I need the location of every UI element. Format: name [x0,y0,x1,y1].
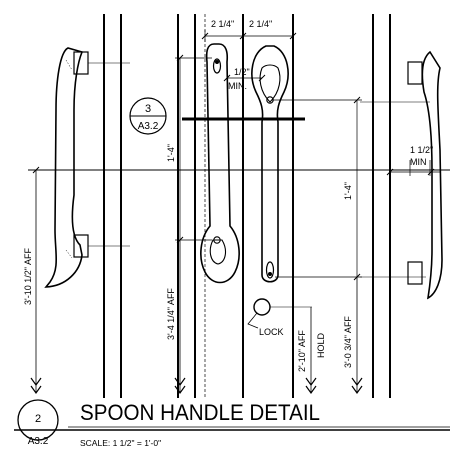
dim-lock-height: 2'-10" AFF [297,330,307,372]
title-block-scale: SCALE: 1 1/2" = 1'-0" [80,438,161,448]
section-bubble-sheet: A3.2 [138,121,159,132]
right-side-handle [360,50,443,300]
min-clearance-dimension [223,74,266,82]
lock-symbol [247,298,312,329]
title-block-number: 2 [35,413,41,425]
left-spoon-length-dimension [175,54,212,244]
right-spoon-length-dimension [272,96,362,281]
left-side-handle [44,47,130,288]
dim-top-left: 2 1/4" [211,19,234,29]
dim-min-clearance: 1/2" [234,67,250,77]
top-horizontal-dimension [201,30,297,42]
section-line [28,117,450,171]
dim-right-spoon-length: 1'-4" [343,182,353,200]
lock-label: LOCK [259,327,284,337]
center-spoon-height-dimension [174,240,186,395]
lock-height-dimension [305,307,317,395]
dim-left-spoon-length: 1'-4" [166,144,176,162]
section-bubble [129,97,167,135]
dim-top-right: 2 1/4" [249,19,272,29]
spoon-handle-left [200,43,240,284]
spoon-handle-right [251,45,289,283]
side-clearance-dimension [386,160,440,176]
dim-side-min: MIN [410,157,427,167]
right-spoon-height-dimension [351,277,363,395]
title-block [14,399,450,441]
left-rail-height-dimension [30,166,42,395]
dim-right-spoon-height: 3'-0 3/4" AFF [343,316,353,368]
title-block-sheet: A3.2 [28,436,49,447]
door-frame-lines [103,14,391,398]
section-bubble-number: 3 [145,103,151,115]
dim-center-spoon-height: 3'-4 1/4" AFF [166,288,176,340]
dim-min-label: MIN. [228,81,247,91]
dim-side-clearance: 1 1/2" [410,145,433,155]
dim-left-rail-height: 3'-10 1/2" AFF [23,248,33,305]
title-block-title: SPOON HANDLE DETAIL [80,400,320,425]
dim-hold: HOLD [316,332,326,358]
